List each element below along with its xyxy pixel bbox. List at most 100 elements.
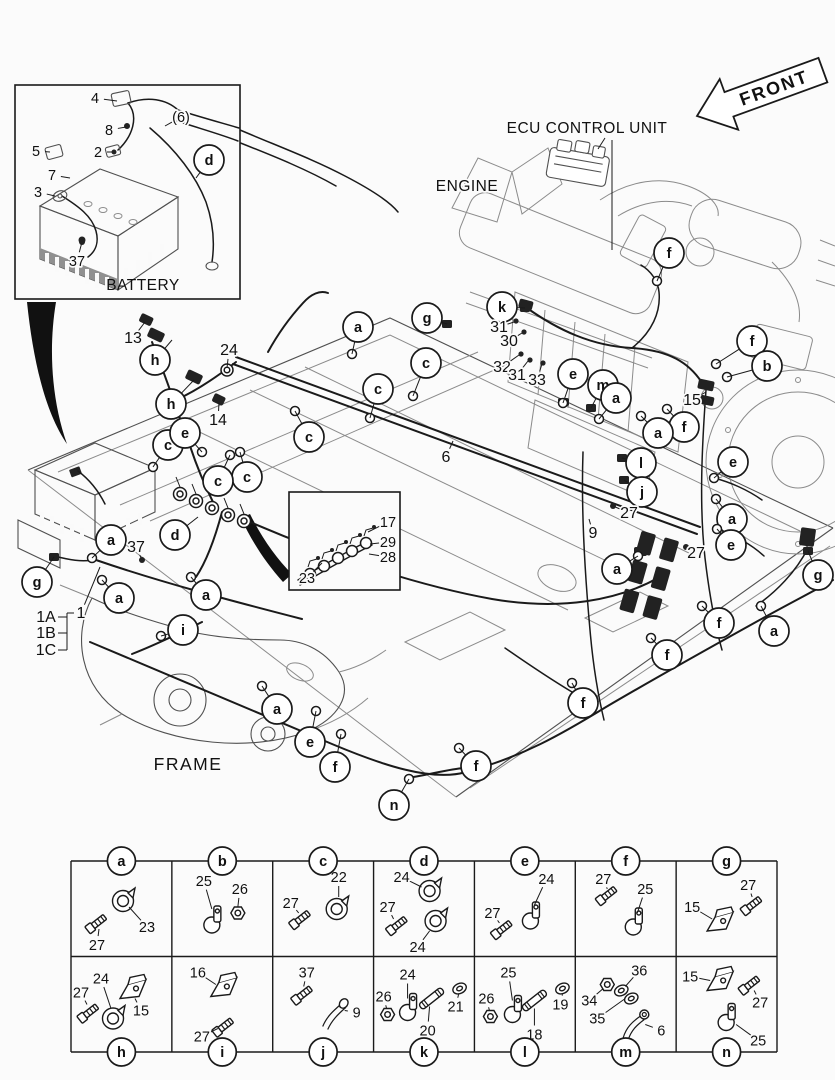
number-text: 13 <box>124 330 142 347</box>
number-leader <box>509 354 520 363</box>
callout-leader <box>195 171 201 179</box>
part-number-37: 37 <box>67 239 87 272</box>
legend-part-number: 19 <box>552 998 568 1014</box>
number-leader <box>367 525 381 533</box>
callout-circle <box>411 302 443 334</box>
callout-f: f <box>566 677 599 719</box>
callout-a: a <box>86 524 127 564</box>
engine-label: ENGINE <box>436 178 498 195</box>
callout-circle <box>736 325 768 357</box>
callout-letter: c <box>243 470 251 486</box>
callout-circle <box>758 615 790 647</box>
callout-leader <box>562 388 569 404</box>
callout-letter: a <box>354 320 363 336</box>
callout-letter: h <box>167 397 176 413</box>
legend-leader <box>391 914 395 920</box>
number-text: 7 <box>48 168 56 184</box>
callout-d: d <box>159 516 199 551</box>
legend-letter-circle <box>610 1037 641 1067</box>
legend-leader <box>735 1024 752 1036</box>
legend-part-number: 24 <box>93 972 109 988</box>
callout-leader <box>190 576 197 584</box>
legend-part-number: 15 <box>682 970 698 986</box>
callout-leader <box>760 605 768 618</box>
number-leader <box>313 562 323 572</box>
callout-letter: l <box>639 456 643 472</box>
callout-letter: c <box>374 382 382 398</box>
legend-part-number: 24 <box>410 940 426 956</box>
number-leader <box>588 518 592 525</box>
callout-leader <box>152 457 160 468</box>
number-text: 31 <box>490 319 508 336</box>
legend-leader <box>303 981 306 987</box>
legend-part-number: 6 <box>657 1024 665 1040</box>
number-leader <box>103 98 118 102</box>
legend-letter-circle <box>207 846 238 876</box>
legend-leader <box>97 928 100 937</box>
callout-letter: i <box>181 623 185 639</box>
callout-h: h <box>139 339 173 376</box>
callout-letter: a <box>202 588 211 604</box>
legend-part-number: 37 <box>299 966 315 982</box>
legend-part-number: 23 <box>139 920 155 936</box>
callout-circle <box>362 373 394 405</box>
callout-f: f <box>710 325 768 370</box>
callout-circle <box>567 687 599 719</box>
callout-f: f <box>645 632 683 671</box>
pointer-swooshes <box>27 302 292 582</box>
number-text: 28 <box>380 550 396 566</box>
callout-circle <box>715 529 747 561</box>
part-number-37: 37 <box>125 537 147 563</box>
legend-letter: e <box>521 854 529 870</box>
callout-leader <box>261 685 270 697</box>
legend-letter-circle <box>106 846 137 876</box>
callout-circle <box>159 519 191 551</box>
callout-leader <box>640 415 648 423</box>
legend-letter: m <box>619 1045 632 1061</box>
legend-leader <box>750 893 753 898</box>
callout-g: g <box>411 302 452 334</box>
part-number-31: 31 <box>506 360 529 386</box>
legend-leader <box>422 930 430 941</box>
legend-letter: n <box>722 1045 731 1061</box>
callout-letter: d <box>205 153 214 169</box>
part-number-23: 23 <box>297 562 323 589</box>
callout-letter: d <box>171 528 180 544</box>
relay-bank <box>619 531 679 620</box>
battery-label: BATTERY <box>106 277 180 294</box>
callout-circle <box>557 358 589 390</box>
callout-n: n <box>378 773 415 821</box>
part-number-1A: 1A <box>34 607 57 628</box>
part-number-5: 5 <box>30 142 51 162</box>
number-leader <box>226 358 229 369</box>
callout-a: a <box>256 680 293 725</box>
callout-a: a <box>593 382 632 425</box>
number-text: 31 <box>508 367 526 384</box>
legend-letter: k <box>420 1045 429 1061</box>
legend-part-number: 27 <box>484 906 500 922</box>
callout-c: c <box>407 347 442 402</box>
number-leader <box>368 553 380 557</box>
nut-icon <box>482 1009 499 1024</box>
legend-leader <box>488 1007 490 1011</box>
number-text: 9 <box>589 525 598 542</box>
callout-letter: f <box>581 696 586 712</box>
part-number-2: 2 <box>92 143 112 163</box>
callout-c: c <box>202 449 236 497</box>
legend-leader <box>457 994 460 998</box>
legend-part-number: 16 <box>190 966 206 982</box>
callout-letter: j <box>639 485 644 501</box>
callout-a: a <box>710 493 748 535</box>
part-number-9: 9 <box>587 518 599 544</box>
legend-part-number: 24 <box>394 870 410 886</box>
ref-bracket <box>58 612 74 651</box>
legend-part-number: 15 <box>133 1004 149 1020</box>
callout-l: l <box>617 447 657 479</box>
callout-circle <box>751 350 783 382</box>
callout-e: e <box>711 523 747 561</box>
